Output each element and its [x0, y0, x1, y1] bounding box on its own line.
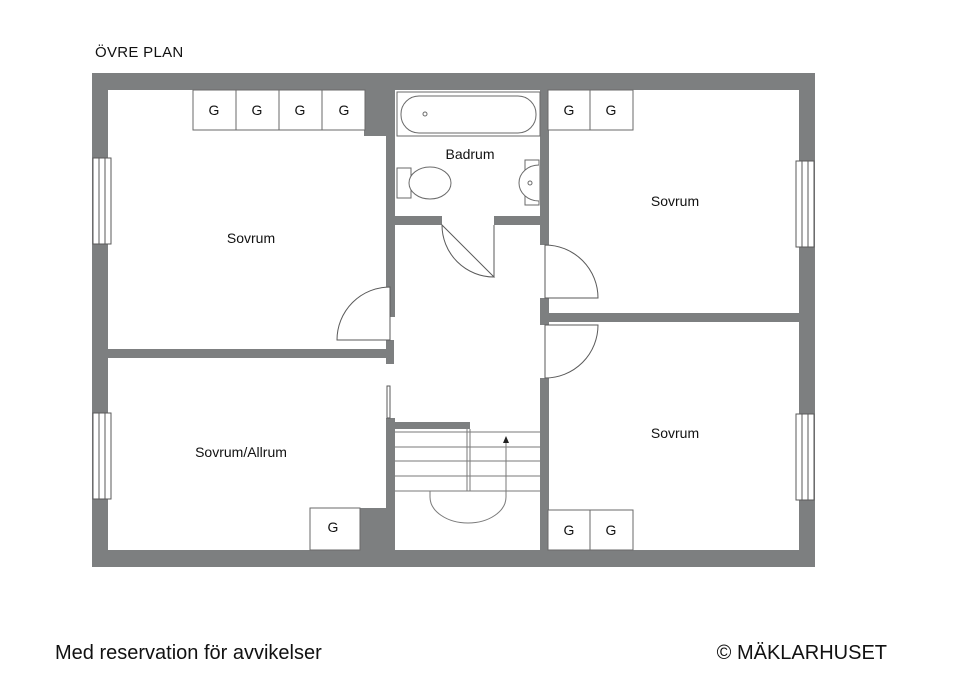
doors [336, 223, 599, 419]
stair-direction-arrow-icon [503, 436, 509, 443]
room-label-bedroom-bottom-right: Sovrum [651, 425, 699, 441]
wardrobes [192, 89, 634, 551]
room-label-bedroom-bottom-left: Sovrum/Allrum [195, 444, 287, 460]
wardrobe-bl-1 [309, 507, 361, 551]
wardrobe-tl-2 [235, 89, 280, 131]
wardrobe-label-2: G [252, 102, 263, 118]
plan-title: ÖVRE PLAN [95, 44, 184, 61]
wardrobe-label-3: G [295, 102, 306, 118]
disclaimer-text: Med reservation för avvikelser [55, 642, 322, 664]
windows [92, 157, 815, 501]
wardrobe-label-7: G [328, 519, 339, 535]
wardrobe-label-5: G [564, 102, 575, 118]
wardrobe-label-9: G [606, 522, 617, 538]
wardrobe-tl-3 [278, 89, 323, 131]
room-label-bathroom: Badrum [445, 146, 494, 162]
wardrobe-tl-1 [192, 89, 237, 131]
interior-walls [108, 90, 799, 550]
wardrobe-br-2 [589, 509, 634, 551]
stairs [395, 429, 540, 524]
window-left-top [92, 157, 112, 245]
door-top-right-bedroom [544, 244, 599, 299]
wardrobe-tr-1 [547, 89, 591, 131]
door-bottom-left-frame [386, 385, 391, 419]
wardrobe-label-8: G [564, 522, 575, 538]
door-bottom-right-bedroom [544, 324, 599, 379]
wardrobe-label-1: G [209, 102, 220, 118]
wardrobe-tl-4 [321, 89, 366, 131]
room-label-bedroom-top-left: Sovrum [227, 230, 275, 246]
wardrobe-labels: G G G G G G G G G [209, 102, 617, 538]
wardrobe-label-6: G [606, 102, 617, 118]
copyright-text: © MÄKLARHUSET [716, 642, 887, 664]
door-top-left-bedroom [336, 286, 391, 341]
wardrobe-label-4: G [339, 102, 350, 118]
window-right-top [795, 160, 815, 248]
window-right-bottom [795, 413, 815, 501]
door-bathroom [441, 223, 496, 278]
room-label-bedroom-top-right: Sovrum [651, 193, 699, 209]
wardrobe-tr-2 [589, 89, 634, 131]
bathroom-fixtures [396, 91, 541, 206]
window-left-bottom [92, 412, 112, 500]
